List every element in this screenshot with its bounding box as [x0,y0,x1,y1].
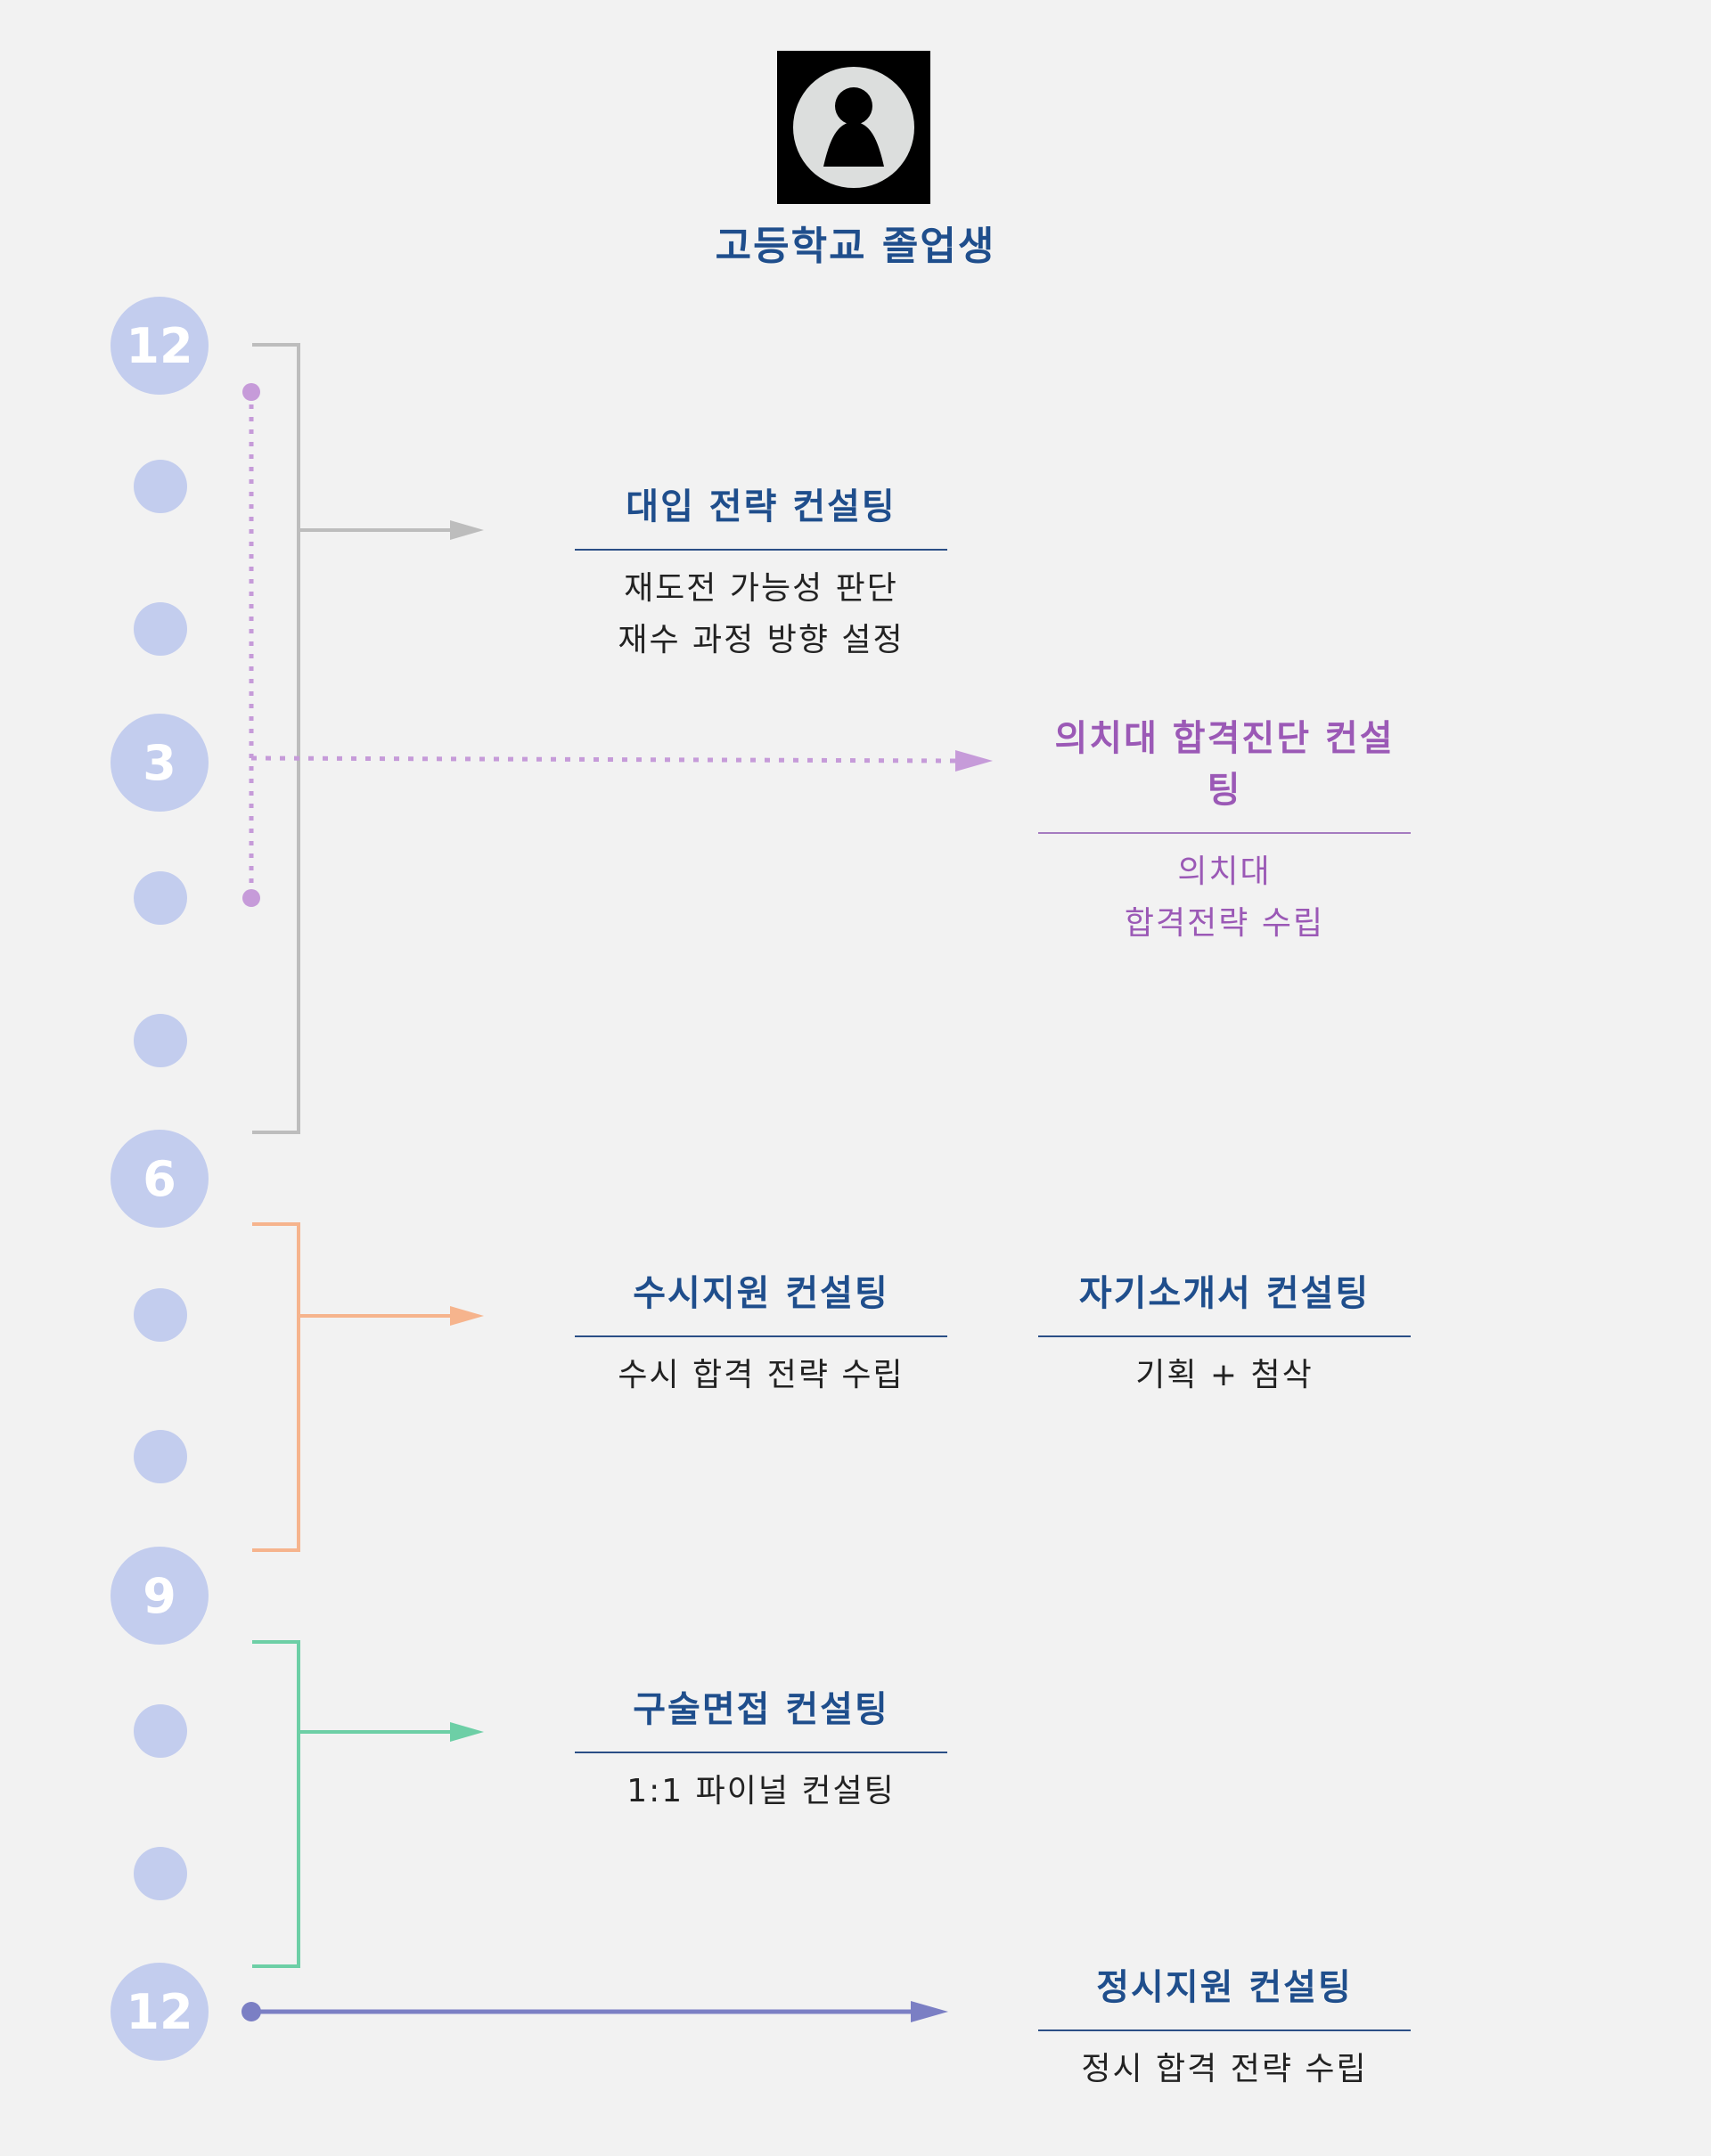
user-icon [793,67,914,188]
card-interview: 구술면접 컨설팅 1:1 파이널 컨설팅 [575,1680,947,1817]
timeline-node [134,871,187,925]
month-node-3: 3 [111,714,209,812]
month-node-12-end: 12 [111,1963,209,2061]
month-node-9: 9 [111,1547,209,1645]
green-arrow-head [450,1722,484,1742]
card-line: 1:1 파이널 컨설팅 [626,1773,896,1809]
card-line: 수시 합격 전략 수립 [618,1357,905,1393]
timeline-node [134,1704,187,1758]
card-line: 재도전 가능성 판단 [624,570,898,607]
card-title: 대입 전략 컨설팅 [575,478,947,551]
card-line: 정시 합격 전략 수립 [1081,2051,1368,2087]
card-title: 자기소개서 컨설팅 [1038,1264,1411,1337]
card-line: 재수 과정 방향 설정 [618,622,905,658]
gray-arrow-head [450,520,484,540]
card-line: 의치대 [1177,853,1272,890]
card-admission-strategy: 대입 전략 컨설팅 재도전 가능성 판단 재수 과정 방향 설정 [575,478,947,666]
card-medical-diagnosis: 의치대 합격진단 컨설팅 의치대 합격전략 수립 [1038,709,1411,950]
card-title: 구술면접 컨설팅 [575,1680,947,1753]
card-title: 정시지원 컨설팅 [1038,1958,1411,2031]
avatar [777,51,930,204]
timeline-node [134,1014,187,1067]
timeline-node [134,1847,187,1900]
card-title: 의치대 합격진단 컨설팅 [1038,709,1411,834]
card-title: 수시지원 컨설팅 [575,1264,947,1337]
month-node-6: 6 [111,1130,209,1228]
indigo-arrow-head [911,2001,948,2022]
purple-dotted-arrow-line [250,755,956,764]
purple-arrow-head [955,750,993,772]
gray-bracket [252,343,300,1134]
orange-arrow-head [450,1306,484,1326]
timeline-node [134,460,187,513]
purple-dot-top [242,383,260,401]
month-node-12-start: 12 [111,297,209,395]
page-title: 고등학교 졸업생 [715,224,996,269]
card-line: 기획 + 첨삭 [1135,1357,1314,1393]
card-self-intro: 자기소개서 컨설팅 기획 + 첨삭 [1038,1264,1411,1401]
timeline-node [134,1430,187,1483]
card-jeongsi: 정시지원 컨설팅 정시 합격 전략 수립 [1038,1958,1411,2095]
purple-dot-bottom [242,889,260,907]
green-bracket [252,1640,300,1968]
card-line: 합격전략 수립 [1124,905,1325,942]
timeline-node [134,602,187,656]
card-susi: 수시지원 컨설팅 수시 합격 전략 수립 [575,1264,947,1401]
timeline-node [134,1288,187,1342]
orange-bracket [252,1222,300,1552]
